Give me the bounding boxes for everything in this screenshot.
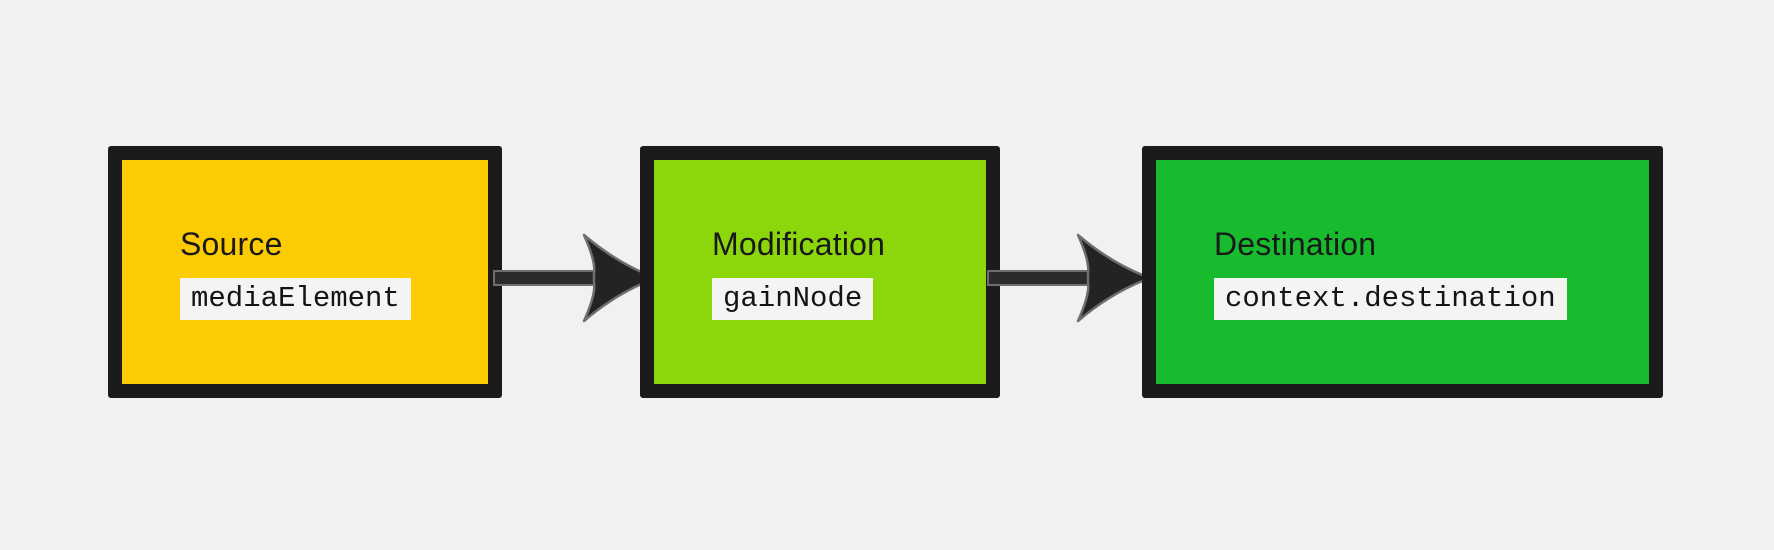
- node-destination-title: Destination: [1214, 226, 1377, 262]
- arrow-right-icon: [987, 233, 1152, 323]
- flow-arrow-source-to-modification: [493, 233, 658, 323]
- node-modification-code-chip: gainNode: [712, 278, 874, 320]
- node-source-code-chip: mediaElement: [180, 278, 411, 320]
- node-destination-code-chip: context.destination: [1214, 278, 1567, 320]
- arrow-right-icon: [493, 233, 658, 323]
- node-modification: Modification gainNode: [640, 146, 1000, 398]
- node-modification-title: Modification: [712, 226, 886, 262]
- node-source: Source mediaElement: [108, 146, 502, 398]
- node-destination: Destination context.destination: [1142, 146, 1663, 398]
- node-source-title: Source: [180, 226, 283, 262]
- flow-arrow-modification-to-destination: [987, 233, 1152, 323]
